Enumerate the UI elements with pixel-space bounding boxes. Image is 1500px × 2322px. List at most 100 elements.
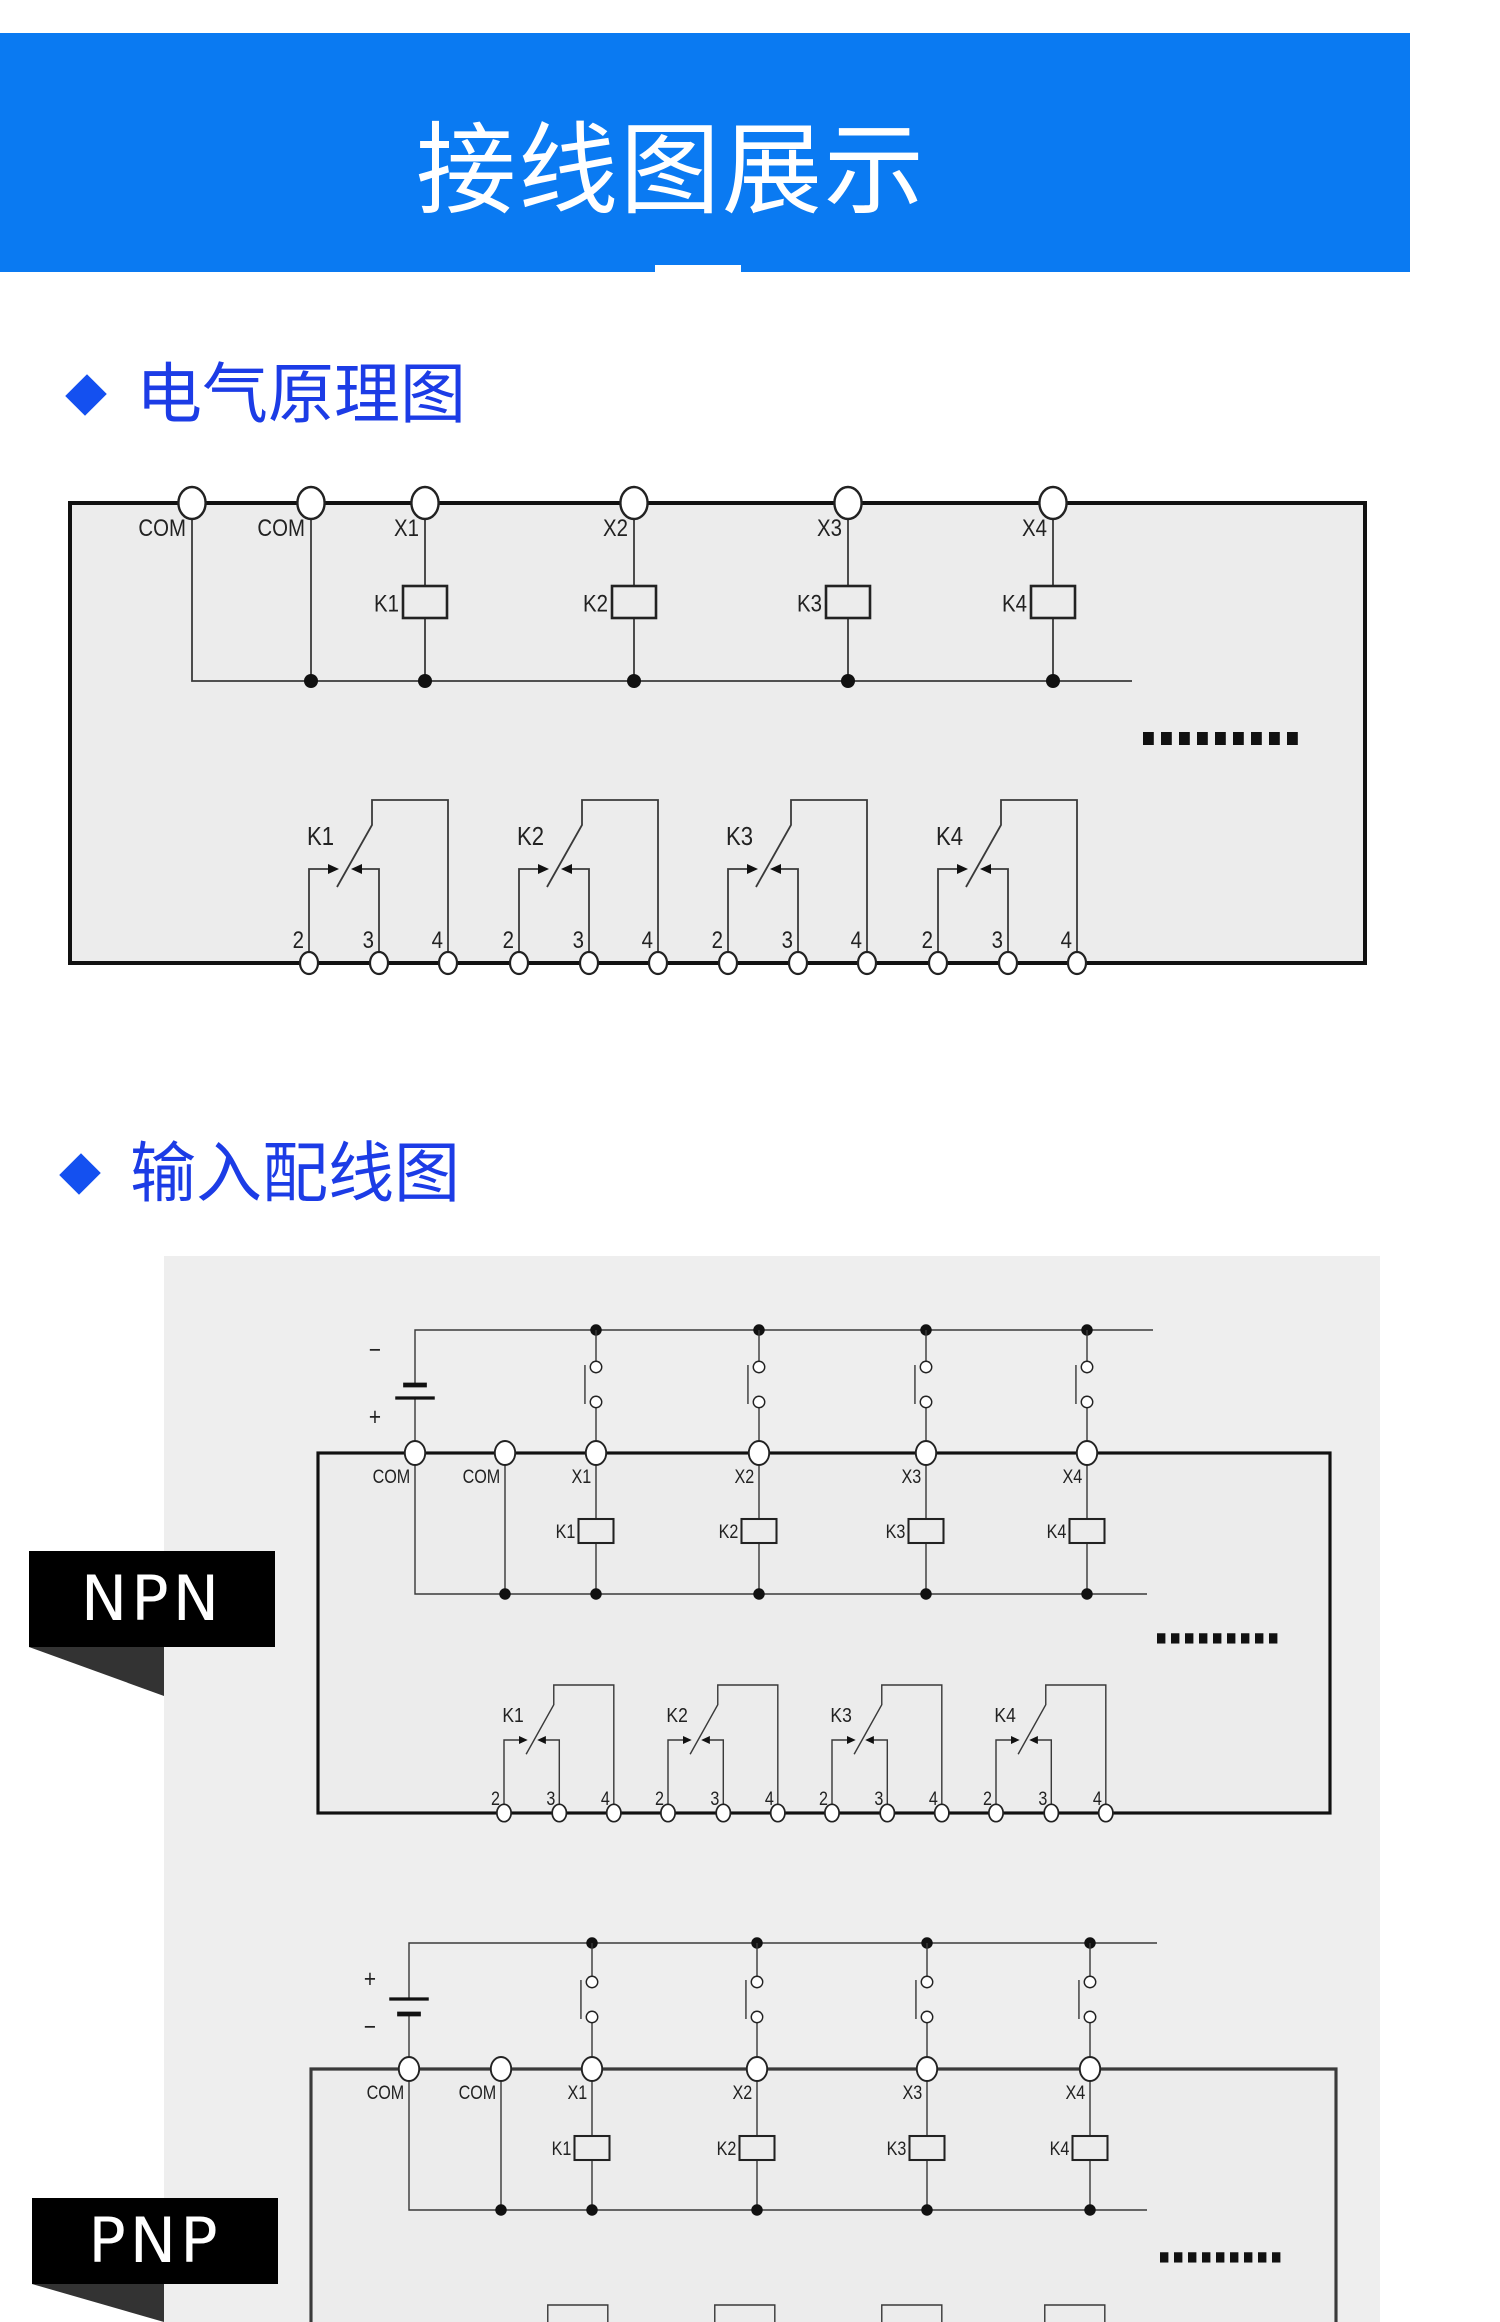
junction-dot	[590, 1588, 602, 1600]
continuation-mark	[1241, 1633, 1250, 1644]
contact-no-wire	[1037, 1739, 1053, 1813]
contact-nc-wire	[308, 868, 329, 963]
continuation-mark	[1227, 1633, 1236, 1644]
contact-terminal-icon	[879, 1803, 896, 1823]
contact-no-wire	[990, 868, 1009, 963]
relay-coil-icon	[738, 2134, 776, 2162]
terminal-label: X3	[817, 514, 842, 541]
arrow-left-icon	[980, 864, 991, 874]
continuation-mark	[1188, 2252, 1197, 2263]
coil-label: K1	[374, 590, 399, 617]
terminal-label: X1	[572, 1466, 592, 1488]
relay-coil-icon	[1068, 1517, 1106, 1545]
terminal-label: X2	[735, 1466, 755, 1488]
circuit-board-outline	[309, 2067, 1338, 2322]
continuation-mark	[1160, 2252, 1169, 2263]
pin-label: 4	[1061, 926, 1072, 953]
arrow-left-icon	[561, 864, 572, 874]
coil-label: K4	[1050, 2138, 1070, 2160]
contact-common-wire	[881, 2304, 943, 2322]
contact-terminal-icon	[660, 1803, 676, 1823]
contact-label: K4	[936, 822, 963, 851]
pin-label: 3	[874, 1788, 883, 1810]
pin-label: 2	[293, 926, 304, 953]
pnp-badge-shadow	[32, 2284, 164, 2322]
continuation-mark	[1197, 732, 1208, 745]
continuation-mark	[1216, 2252, 1225, 2263]
terminal-label: COM	[367, 2082, 405, 2104]
circuit-board-outline	[316, 1451, 1332, 1815]
switch-contact-icon	[750, 1975, 764, 1989]
pin-label: 3	[710, 1788, 719, 1810]
arrow-left-icon	[770, 864, 781, 874]
terminal-icon	[914, 1440, 938, 1466]
pin-label: 3	[573, 926, 584, 953]
junction-dot	[1046, 674, 1060, 688]
common-bus	[414, 1453, 1147, 1595]
contact-terminal-icon	[496, 1803, 512, 1823]
continuation-mark	[1143, 732, 1154, 745]
contact-terminal-icon	[769, 1803, 786, 1823]
continuation-mark	[1287, 732, 1298, 745]
contact-nc-wire	[727, 868, 748, 963]
supply-wire	[408, 1942, 1157, 1999]
title-underline	[655, 265, 741, 277]
terminal-icon	[1038, 485, 1068, 521]
terminal-icon	[177, 485, 207, 521]
terminal-label: X2	[733, 2082, 753, 2104]
terminal-label: COM	[138, 514, 186, 541]
section-title: 电气原理图	[136, 356, 466, 433]
coil-label: K2	[717, 2138, 737, 2160]
battery-bottom-sign: +	[369, 1402, 381, 1430]
contact-label: K3	[830, 1705, 851, 1728]
terminal-icon	[915, 2056, 939, 2082]
continuation-mark	[1272, 2252, 1281, 2263]
switch-contact-icon	[585, 1975, 599, 1989]
continuation-mark	[1215, 732, 1226, 745]
contact-common-wire	[547, 2304, 609, 2322]
terminal-label: X3	[903, 2082, 923, 2104]
terminal-icon	[296, 485, 326, 521]
common-bus	[191, 503, 1132, 682]
circuit-board-fill	[311, 2069, 1336, 2322]
section-heading-input-wiring: 输入配线图	[59, 1134, 460, 1214]
contact-common-wire	[336, 799, 449, 963]
continuation-mark	[1185, 1633, 1194, 1644]
terminal-label: X1	[568, 2082, 588, 2104]
relay-coil-icon	[1071, 2134, 1109, 2162]
pin-label: 4	[929, 1788, 938, 1810]
contact-terminal-icon	[578, 950, 600, 976]
contact-terminal-icon	[988, 1803, 1004, 1823]
switch-contact-icon	[919, 1395, 933, 1409]
terminal-icon	[403, 1440, 427, 1466]
common-bus	[408, 2069, 1147, 2211]
switch-contact-icon	[585, 2010, 599, 2024]
junction-dot	[418, 674, 432, 688]
contact-terminal-icon	[997, 950, 1019, 976]
contact-terminal-icon	[715, 1803, 732, 1823]
pin-label: 4	[765, 1788, 774, 1810]
arrow-right-icon	[847, 1736, 856, 1744]
switch-contact-icon	[589, 1360, 603, 1374]
terminal-label: COM	[463, 1466, 501, 1488]
terminal-icon	[1075, 1440, 1099, 1466]
arrow-right-icon	[683, 1736, 692, 1744]
contact-label: K2	[666, 1705, 687, 1728]
continuation-mark	[1244, 2252, 1253, 2263]
contact-label: K1	[307, 822, 334, 851]
arrow-left-icon	[537, 1736, 546, 1744]
terminal-icon	[493, 1440, 517, 1466]
continuation-mark	[1174, 2252, 1183, 2263]
junction-dot	[499, 1588, 511, 1600]
terminal-icon	[580, 2056, 604, 2082]
section-title: 输入配线图	[130, 1135, 460, 1212]
pin-label: 2	[491, 1788, 500, 1810]
pin-label: 3	[992, 926, 1003, 953]
contact-terminal-icon	[551, 1803, 568, 1823]
contact-common-wire	[1017, 1684, 1107, 1813]
pin-label: 2	[819, 1788, 828, 1810]
coil-label: K1	[556, 1521, 576, 1543]
